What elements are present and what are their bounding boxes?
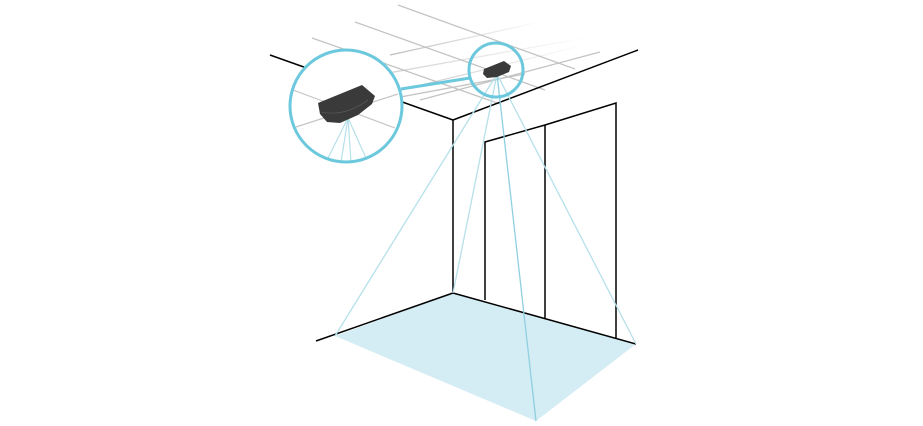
sensor-highlight-circle <box>467 41 525 99</box>
callout-connector <box>400 76 471 91</box>
doorway <box>484 101 617 338</box>
floor-coverage-area <box>335 293 636 421</box>
zoom-callout-circle <box>288 48 404 164</box>
ceiling-occupancy-sensor-icon <box>483 61 511 78</box>
sensor-detection-beams <box>334 73 637 422</box>
